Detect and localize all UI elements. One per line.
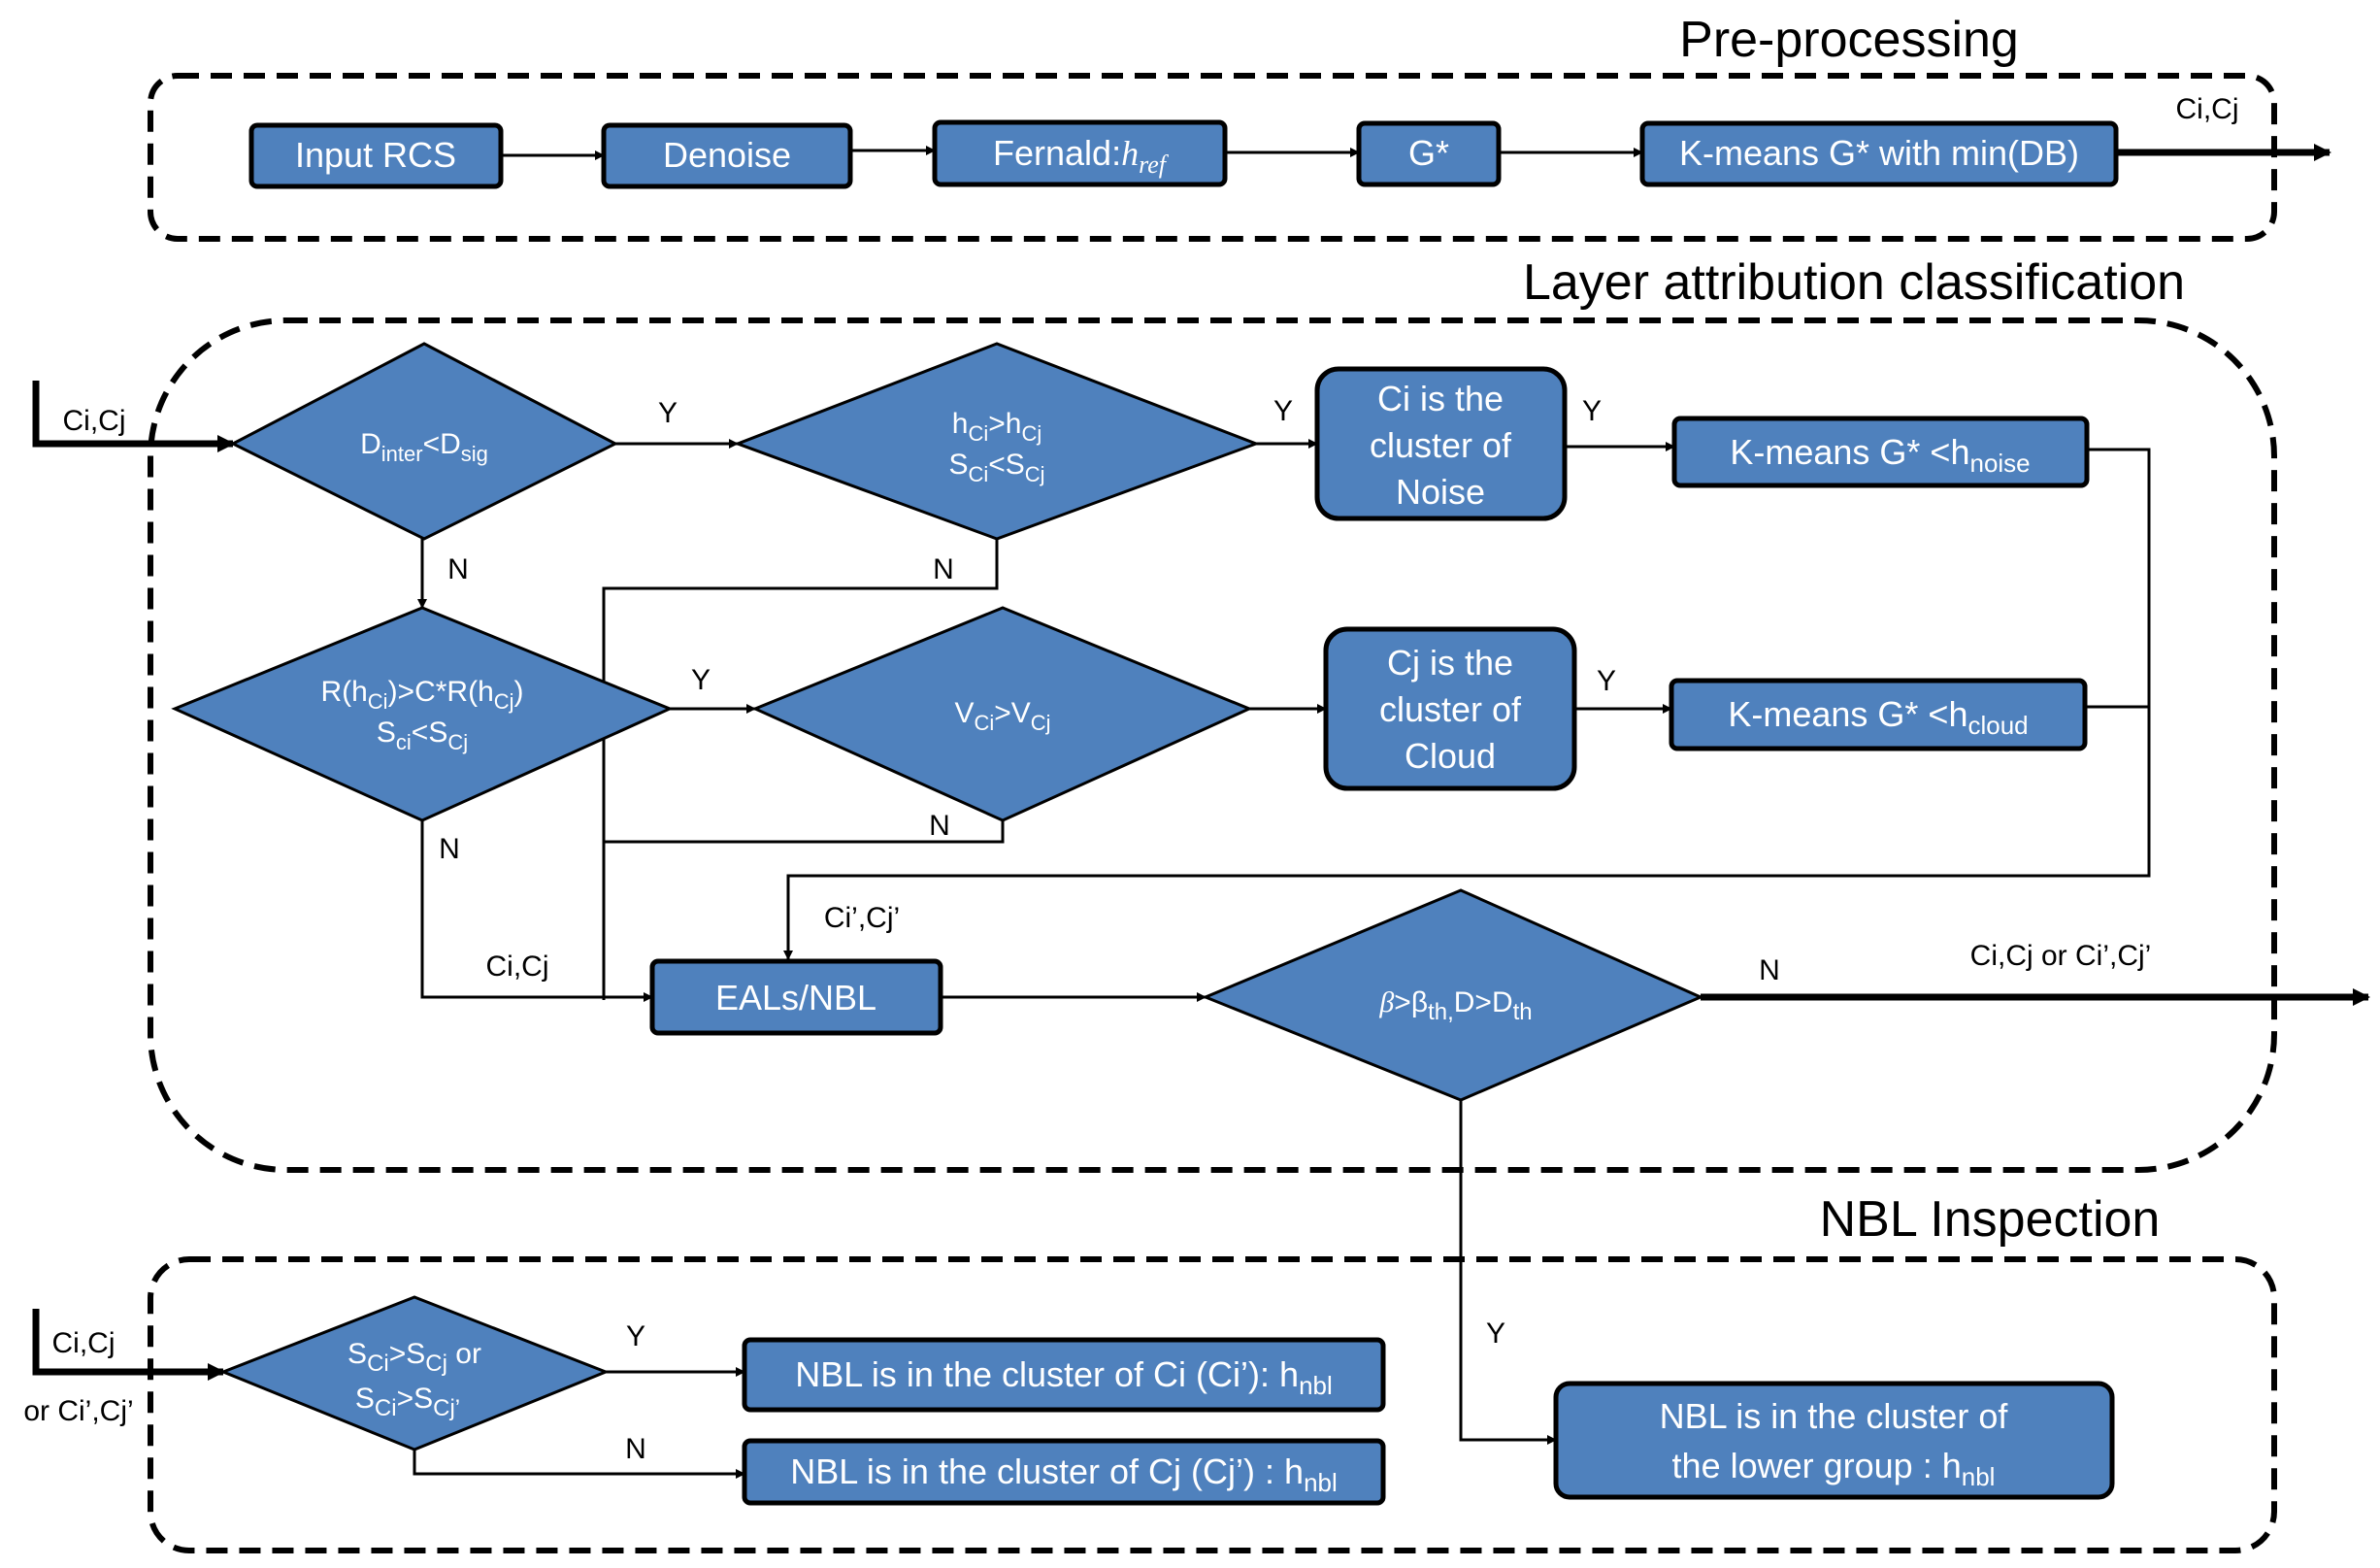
kmeans-noise-node: K-means G* <hnoise (1671, 416, 2090, 488)
label-cloud-kmeans-yes: Y (1597, 665, 1616, 697)
kmeans-cloud-node: K-means G* <hcloud (1669, 678, 2088, 751)
noise-line2: cluster of (1370, 425, 1512, 465)
nbl-lower-line1: NBL is in the cluster of (1660, 1396, 2009, 1436)
decision-dinter: Dinter<Dsig (229, 342, 619, 541)
denoise-node: Denoise (601, 122, 853, 189)
label-preprocessing-out: Ci,Cj (2176, 93, 2239, 125)
inspection-title: NBL Inspection (1820, 1191, 2161, 1248)
label-d2-no: N (933, 553, 954, 585)
noise-line1: Ci is the (1377, 379, 1504, 418)
noise-cluster-node: Ci is the cluster of Noise (1314, 366, 1568, 521)
nbl-cj-node: NBL is in the cluster of Cj (Cj’) : hnbl (742, 1438, 1386, 1506)
s-inspection-line2: SCi>SCj’ (355, 1383, 460, 1421)
kmeans-db-node: K-means G* with min(DB) (1639, 120, 2119, 187)
edge-d3-no (420, 820, 653, 1002)
dinter-label: Dinter<Dsig (360, 428, 488, 466)
decision-s-inspection: SCi>SCj or SCi>SCj’ (218, 1295, 611, 1451)
label-inspection-input-prime: or Ci’,Cj’ (23, 1395, 133, 1427)
label-d1-d3-no: N (447, 553, 469, 585)
fernald-node: Fernald:href (932, 119, 1228, 187)
edge-s-no (413, 1450, 745, 1479)
cloud-cluster-node: Cj is the cluster of Cloud (1323, 626, 1577, 791)
fernald-label: Fernald:href (993, 133, 1170, 179)
inspection-frame (148, 1256, 2277, 1553)
input-rcs-node: Input RCS (248, 122, 504, 189)
s-inspection-line1: SCi>SCj or (347, 1338, 481, 1377)
cloud-line3: Cloud (1405, 736, 1496, 776)
classification-frame (148, 317, 2277, 1173)
hs-line2: SCi<SCj (948, 449, 1044, 486)
label-beta-out-no: N (1759, 954, 1780, 986)
edge-inspection-input (32, 1309, 225, 1381)
gstar-node: G* (1356, 120, 1502, 187)
cloud-line2: cluster of (1379, 689, 1522, 729)
preprocessing-frame (148, 73, 2277, 242)
nbl-ci-node: NBL is in the cluster of Ci (Ci’): hnbl (742, 1337, 1386, 1413)
v-label: VCi>VCj (954, 697, 1050, 735)
rs-line2: Sci<SCj (377, 717, 468, 754)
label-d4-no: N (929, 810, 950, 842)
denoise-label: Denoise (663, 135, 791, 175)
decision-beta: β>βth,D>Dth (1202, 888, 1704, 1102)
label-d1-d2-yes: Y (658, 397, 678, 429)
decision-v: VCi>VCj (751, 606, 1253, 822)
nbl-lower-node: NBL is in the cluster of the lower group… (1553, 1381, 2115, 1500)
cloud-line1: Cj is the (1387, 643, 1513, 683)
edge-beta-lower (1459, 1100, 1557, 1445)
kmeans-db-label: K-means G* with min(DB) (1679, 133, 2079, 173)
label-d3-no: N (439, 833, 460, 865)
preprocessing-title: Pre-processing (1679, 12, 2019, 68)
edge-d4-no (604, 820, 1005, 844)
hs-line1: hCi>hCj (952, 408, 1041, 446)
nbl-lower-line2: the lower group : hnbl (1672, 1446, 1996, 1491)
classification-title: Layer attribution classification (1523, 254, 2185, 311)
beta-label: β>βth,D>Dth (1378, 986, 1532, 1025)
noise-line3: Noise (1396, 472, 1485, 512)
label-d3-no-cicj: Ci,Cj (486, 951, 549, 983)
label-inspection-input: Ci,Cj (52, 1327, 116, 1359)
label-beta-lower-yes: Y (1486, 1318, 1505, 1350)
kmeans-cloud-label: K-means G* <hcloud (1728, 694, 2028, 740)
eals-nbl-label: EALs/NBL (715, 978, 876, 1018)
label-noise-kmeans-yes: Y (1582, 395, 1602, 427)
label-beta-out: Ci,Cj or Ci’,Cj’ (1970, 940, 2152, 972)
label-s-no: N (625, 1433, 646, 1465)
label-d3-d4-yes: Y (691, 664, 711, 696)
input-rcs-label: Input RCS (295, 135, 456, 175)
eals-nbl-node: EALs/NBL (649, 958, 943, 1036)
edge-d2-no (602, 539, 999, 1000)
rs-line1: R(hCi)>C*R(hCj) (320, 676, 523, 714)
decision-hs: hCi>hCj SCi<SCj (733, 342, 1261, 541)
label-s-yes: Y (626, 1320, 645, 1352)
edge-kmeans-feedback (783, 448, 2151, 960)
nbl-cj-label: NBL is in the cluster of Cj (Cj’) : hnbl (790, 1451, 1338, 1497)
edge-class-input (32, 381, 235, 452)
label-feedback-prime: Ci’,Cj’ (824, 902, 900, 934)
gstar-label: G* (1408, 133, 1449, 173)
kmeans-noise-label: K-means G* <hnoise (1730, 432, 2030, 478)
decision-rs: R(hCi)>C*R(hCj) Sci<SCj (171, 606, 674, 822)
label-class-input: Ci,Cj (63, 405, 126, 437)
label-d2-noise-yes: Y (1273, 395, 1293, 427)
nbl-ci-label: NBL is in the cluster of Ci (Ci’): hnbl (795, 1354, 1333, 1400)
